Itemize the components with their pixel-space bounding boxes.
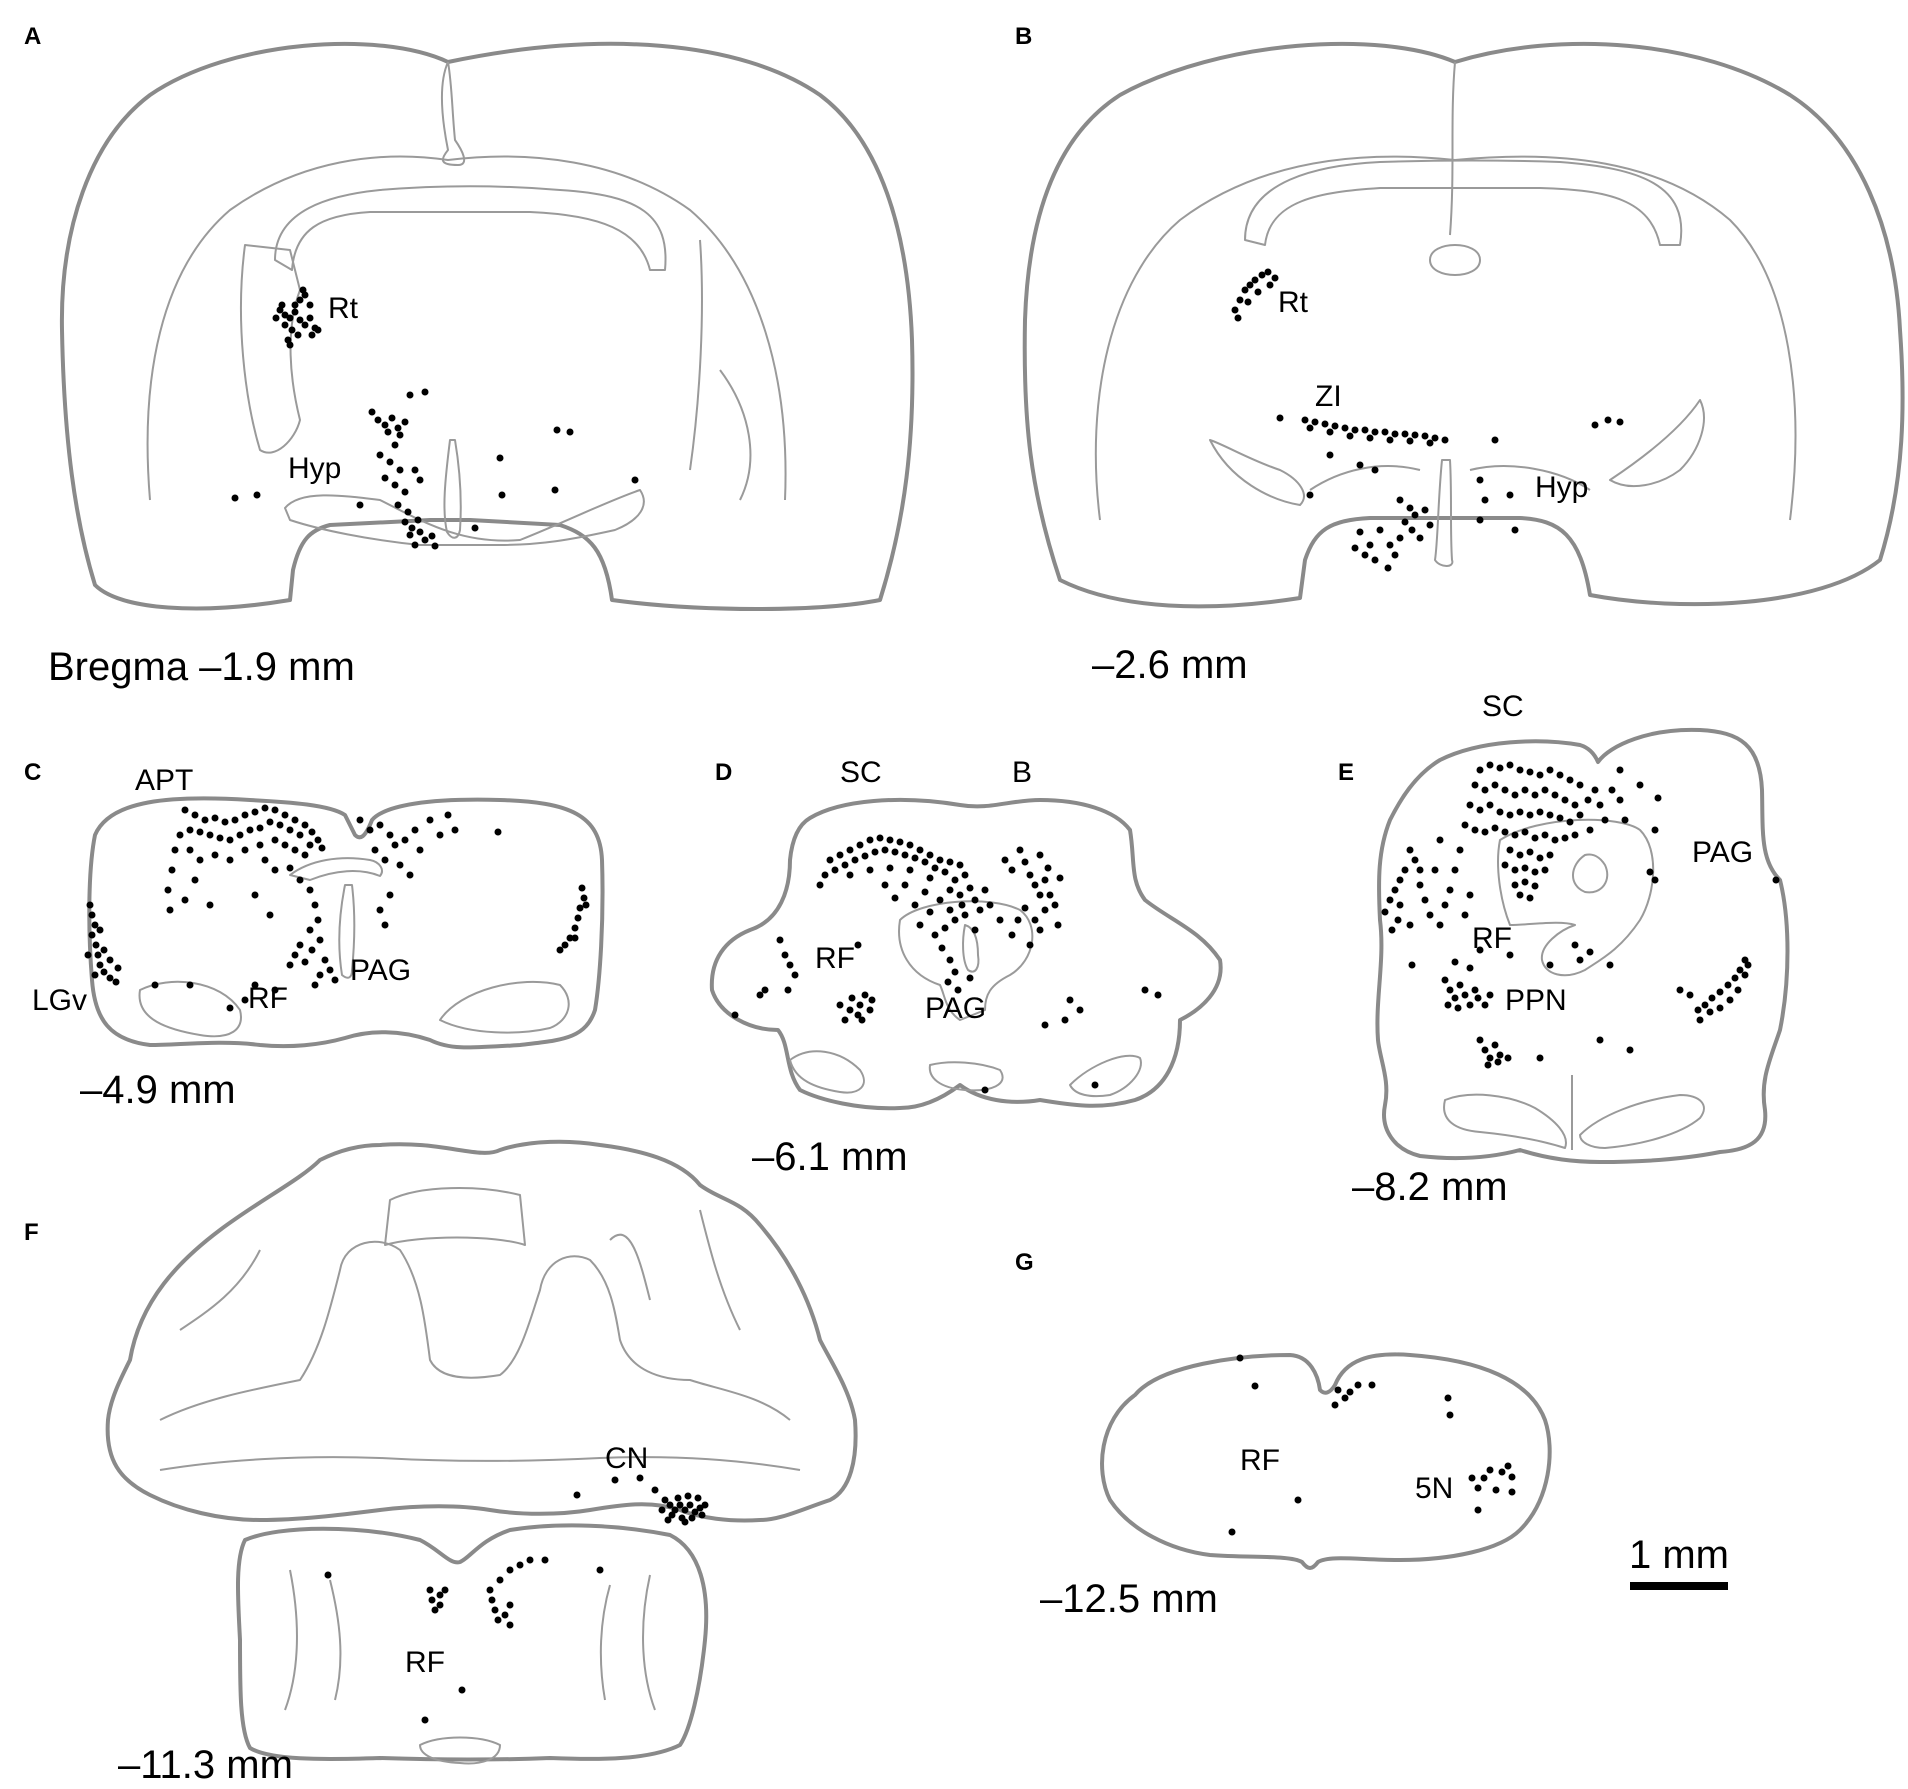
panel-a-dots	[231, 286, 639, 550]
panel-f-folia-3	[179, 1209, 741, 1331]
panel-e-label-pag: PAG	[1692, 836, 1753, 869]
panel-a-level: Bregma –1.9 mm	[48, 645, 355, 689]
panel-c-outline	[87, 796, 605, 1050]
panel-d-level: –6.1 mm	[752, 1135, 908, 1179]
panel-d-ventral-left	[789, 1050, 865, 1094]
panel-d-label-sc: SC	[840, 756, 882, 789]
panel-c-label-lgv: LGv	[32, 984, 87, 1017]
panel-e-label-ppn: PPN	[1505, 984, 1567, 1017]
panel-e-label-sc: SC	[1482, 690, 1524, 723]
panel-c-ventral-right	[439, 981, 570, 1034]
panel-letter-c: C	[24, 759, 41, 786]
panel-c-label-rf: RF	[248, 982, 288, 1015]
panel-c	[87, 796, 605, 1050]
panel-g	[1100, 1352, 1552, 1570]
panel-e-level: –8.2 mm	[1352, 1165, 1508, 1209]
panel-e-label-rf: RF	[1472, 922, 1512, 955]
panel-b-dots	[1231, 268, 1624, 572]
panel-b-ventral	[1309, 465, 1591, 491]
panel-g-level: –12.5 mm	[1040, 1577, 1218, 1621]
panel-e-ventral-right	[1579, 1094, 1705, 1149]
panel-c-level: –4.9 mm	[80, 1068, 236, 1112]
panel-e	[1375, 727, 1790, 1164]
panel-f-medulla-inner-left	[284, 1569, 342, 1711]
panel-d-dots	[731, 834, 1162, 1094]
panel-a-ventricle-center	[443, 439, 462, 539]
panel-a-label-rt: Rt	[328, 292, 359, 325]
panel-b-hippocampus	[1244, 159, 1683, 246]
panel-a-lateral-right	[689, 239, 752, 501]
panel-c-label-pag: PAG	[350, 954, 411, 987]
panel-g-dots	[1228, 1354, 1516, 1536]
panel-b-label-rt: Rt	[1278, 286, 1309, 319]
panel-f-level: –11.3 mm	[118, 1743, 293, 1787]
panel-b-midline	[1429, 61, 1481, 276]
panel-e-ventral-left	[1443, 1093, 1567, 1149]
panel-b-outline	[1022, 41, 1905, 609]
panel-e-pag	[1497, 818, 1655, 977]
panel-b-cortex-inner	[1094, 155, 1797, 521]
panel-letter-e: E	[1338, 759, 1354, 786]
scale-bar: 1 mm	[1629, 1533, 1729, 1590]
panel-a-hippocampus	[274, 185, 667, 271]
panel-f-dots	[324, 1474, 709, 1724]
panel-f-medulla-ventral	[419, 1736, 501, 1765]
panel-e-outline	[1375, 727, 1790, 1164]
panel-f-lower-band	[159, 1456, 801, 1471]
panel-letter-f: F	[24, 1219, 39, 1246]
panel-d-label-pag: PAG	[925, 992, 986, 1025]
panel-d-aqueduct	[962, 924, 980, 973]
panel-b-level: –2.6 mm	[1092, 643, 1248, 687]
panel-letter-a: A	[24, 23, 41, 50]
panel-c-ventral-left	[138, 980, 242, 1038]
panel-d-label-b: B	[1012, 756, 1032, 789]
panel-letter-d: D	[715, 759, 732, 786]
panel-b-lateral-right	[1609, 399, 1705, 488]
panel-b-label-hyp: Hyp	[1535, 471, 1588, 504]
panel-d-label-rf: RF	[815, 942, 855, 975]
panel-e-aqueduct	[1572, 853, 1609, 894]
panel-b-lateral-left	[1209, 439, 1305, 506]
panel-g-label-rf: RF	[1240, 1444, 1280, 1477]
panel-a-ventricle-left	[239, 244, 301, 454]
panel-b	[1022, 41, 1905, 609]
scale-bar-label: 1 mm	[1629, 1533, 1729, 1577]
panel-f-cerebellum-outline	[105, 1139, 858, 1523]
panel-f-label-cn: CN	[605, 1442, 648, 1475]
panel-letter-b: B	[1015, 23, 1032, 50]
panel-a-cortex-inner	[146, 155, 787, 501]
panel-letter-g: G	[1015, 1249, 1034, 1276]
scale-bar-line	[1630, 1582, 1728, 1590]
panel-f-medulla-outline	[235, 1523, 709, 1762]
panel-a-label-hyp: Hyp	[288, 452, 341, 485]
panel-f-label-rf: RF	[405, 1646, 445, 1679]
neuron-dots	[84, 268, 1780, 1724]
panel-e-dots	[1381, 761, 1780, 1069]
panel-c-dots	[84, 804, 590, 1012]
panel-f-medulla-inner-right	[599, 1574, 656, 1711]
panel-f-folia-2	[384, 1187, 526, 1246]
panel-b-ventricle-center	[1434, 459, 1454, 567]
panel-g-outline	[1100, 1352, 1552, 1570]
panel-a-outline	[59, 41, 915, 611]
panel-g-label-5n: 5N	[1415, 1472, 1453, 1505]
panel-c-aqueduct	[289, 857, 383, 979]
panel-d-ventral-right	[1069, 1054, 1142, 1098]
panel-f	[105, 1139, 858, 1765]
panel-a-ventral	[284, 489, 645, 546]
panel-d-ventral-center	[928, 1061, 1004, 1092]
panel-a-midline	[441, 61, 466, 166]
panel-c-label-apt: APT	[135, 764, 193, 797]
panel-b-label-zi: ZI	[1315, 380, 1342, 413]
panel-a	[59, 41, 915, 611]
panel-d-outline	[709, 797, 1223, 1111]
panel-f-folia-1	[159, 1240, 791, 1421]
